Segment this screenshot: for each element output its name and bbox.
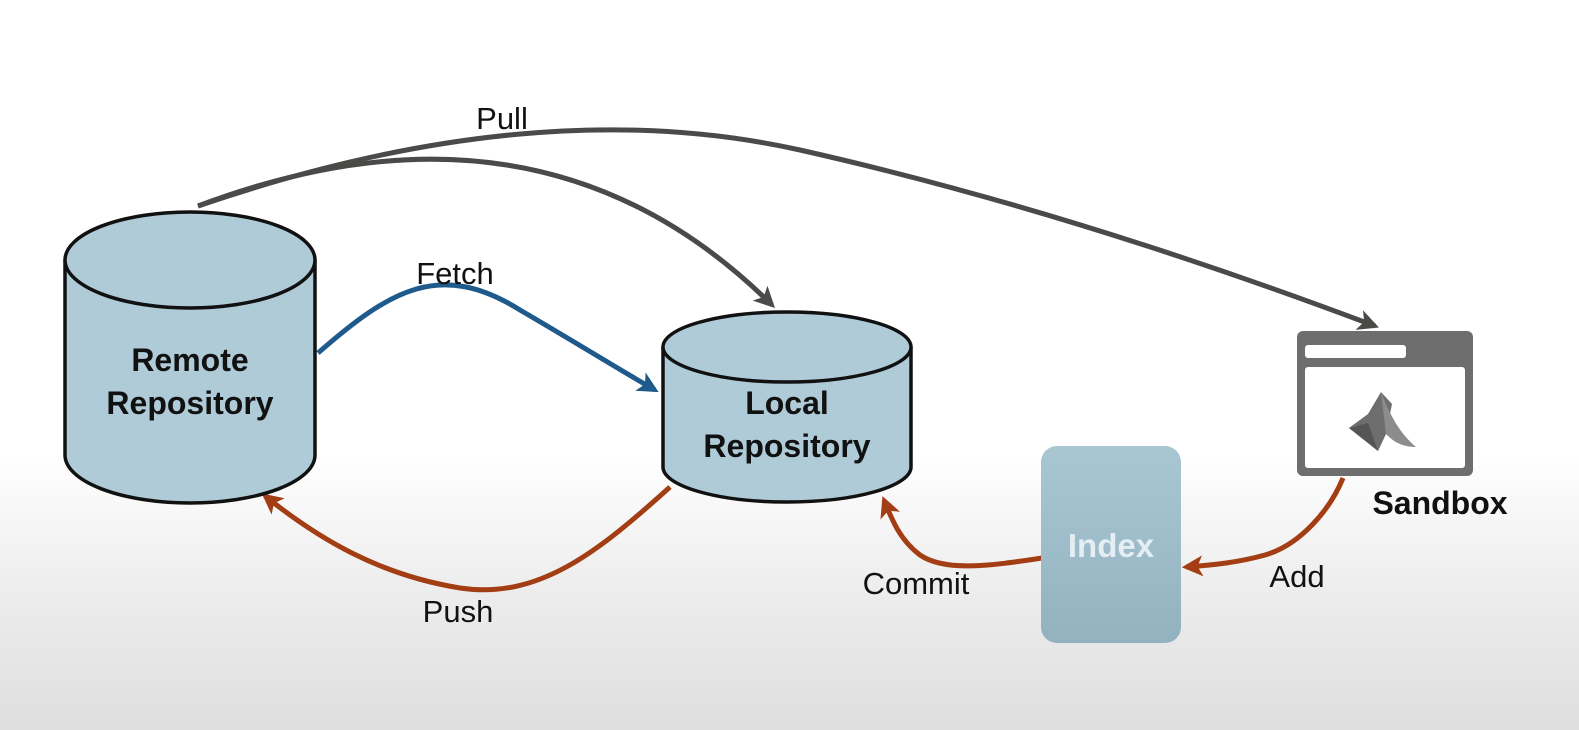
remote-repository-node: Remote Repository — [63, 210, 317, 505]
push-label: Push — [423, 594, 494, 629]
add-arrow — [1181, 477, 1346, 577]
push-arrow — [261, 485, 672, 593]
fetch-arrow — [316, 282, 659, 393]
commit-arrow — [880, 496, 1043, 569]
pull-arrow-to-sandbox — [197, 127, 1379, 330]
sandbox-node: Sandbox — [1297, 331, 1508, 521]
add-label: Add — [1269, 559, 1324, 594]
local-repository-label-line2: Repository — [703, 428, 870, 464]
local-repository-label-line1: Local — [745, 385, 829, 421]
remote-repository-label-line2: Repository — [106, 385, 273, 421]
fetch-label: Fetch — [416, 256, 494, 291]
pull-label: Pull — [476, 101, 528, 136]
commit-label: Commit — [863, 566, 970, 601]
matlab-logo-icon — [1349, 392, 1416, 451]
remote-repository-label-line1: Remote — [131, 342, 248, 378]
index-node: Index — [1041, 446, 1181, 643]
index-label: Index — [1068, 527, 1155, 564]
local-repository-node: Local Repository — [661, 310, 913, 504]
sandbox-label: Sandbox — [1372, 485, 1507, 521]
